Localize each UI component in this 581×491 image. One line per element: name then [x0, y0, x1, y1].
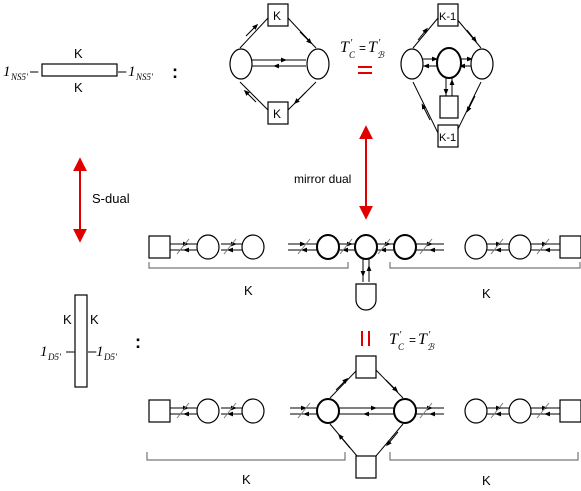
mid-right-flavor	[559, 235, 581, 259]
bottom-quiver: K K	[146, 355, 581, 488]
low-eq-equals: =	[409, 333, 416, 347]
ns5-colon: :	[172, 62, 178, 82]
mirror-dual-label: mirror dual	[294, 172, 351, 186]
top-equation: T ′ C = T ′ ℬ	[340, 38, 385, 74]
top-eq-rhs: T	[368, 39, 378, 56]
mid-right-node-1	[464, 234, 488, 260]
d5-right-dash: –	[88, 343, 97, 360]
mid-right-bracket-label: K	[482, 286, 491, 301]
quiver-c-bottom-flavor	[267, 101, 289, 125]
s-dual-arrow: S-dual	[73, 157, 130, 243]
d5-colon: :	[135, 332, 141, 352]
top-eq-lhs-sub: C	[349, 50, 356, 60]
ns5-rank-top: K	[74, 46, 83, 61]
low-eq-rhs-prime: ′	[428, 330, 431, 341]
bottom-left-node-2	[241, 398, 265, 424]
mid-center-flavor	[355, 283, 377, 311]
quiver-c-top-flavor	[267, 3, 289, 27]
quiver-b-bottom-flavor-label: K-1	[439, 132, 456, 144]
mid-left-node-1	[196, 234, 220, 260]
quiver-b-center-node	[436, 47, 462, 79]
middle-linear-quiver: K K	[148, 234, 581, 311]
ns5-left-one: 1	[3, 64, 11, 80]
quiver-b-top-flavor	[437, 3, 459, 27]
mid-center-node-right	[393, 234, 417, 260]
d5-stack-rectangle	[74, 294, 88, 388]
mid-left-node-2	[241, 234, 265, 260]
ns5-left-subscript: NS5'	[10, 72, 29, 82]
top-eq-rhs-prime: ′	[378, 38, 381, 49]
bottom-right-bracket-label: K	[482, 473, 491, 488]
bottom-right-flavor	[559, 399, 581, 423]
ns5-brane-configuration: 1 NS5' – K K – 1 NS5' :	[3, 46, 178, 95]
quiver-b-left-node	[400, 48, 424, 80]
bottom-left-bracket	[146, 452, 346, 461]
low-eq-lhs-sub: C	[398, 342, 405, 352]
d5-brane-configuration: K K 1 D5' – – 1 D5' :	[40, 294, 141, 388]
mid-left-bracket-label: K	[244, 283, 253, 298]
d5-right-one: 1	[96, 344, 104, 360]
mid-right-bracket	[389, 262, 581, 269]
quiver-c-right-node	[306, 48, 330, 80]
low-eq-rhs: T	[418, 331, 428, 348]
bottom-right-node-2	[508, 398, 532, 424]
lower-equation: T ′ C = T ′ ℬ	[361, 330, 435, 352]
bottom-top-flavor	[355, 355, 377, 379]
quiver-b-middle-flavor	[439, 95, 459, 119]
quiver-c-bottom-flavor-label: K	[273, 107, 281, 121]
mirror-dual-arrow: mirror dual	[294, 125, 373, 220]
mid-center-node	[354, 234, 378, 260]
ns5-left-dash: –	[30, 63, 39, 80]
mid-right-node-2	[508, 234, 532, 260]
bottom-center-node-left	[316, 398, 340, 424]
bottom-left-node-1	[196, 398, 220, 424]
top-eq-equals: =	[359, 41, 366, 55]
mid-center-node-left	[316, 234, 340, 260]
d5-left-subscript: D5'	[47, 352, 62, 362]
d5-left-one: 1	[40, 344, 48, 360]
bottom-left-bracket-label: K	[242, 472, 251, 487]
quiver-b-top-flavor-label: K-1	[439, 11, 456, 23]
d5-right-subscript: D5'	[103, 352, 118, 362]
top-eq-rhs-sub: ℬ	[377, 50, 385, 60]
bottom-right-node-1	[464, 398, 488, 424]
quiver-b-right-node	[470, 48, 494, 80]
mid-left-flavor	[148, 235, 171, 259]
bottom-center-node-right	[393, 398, 417, 424]
top-eq-lhs-prime: ′	[350, 38, 353, 49]
quiver-c-left-node	[229, 48, 253, 80]
low-eq-rhs-sub: ℬ	[427, 342, 435, 352]
top-quiver-c: K K	[229, 3, 330, 125]
bottom-right-bracket	[389, 452, 579, 461]
ns5-right-one: 1	[128, 64, 136, 80]
top-eq-lhs: T	[340, 39, 350, 56]
quiver-c-top-flavor-label: K	[273, 9, 281, 23]
d5-left-dash: –	[66, 343, 75, 360]
bottom-bottom-flavor	[355, 455, 377, 479]
mid-left-bracket	[148, 262, 349, 269]
quiver-b-bottom-flavor	[437, 124, 459, 148]
ns5-right-subscript: NS5'	[135, 72, 154, 82]
top-quiver-b: K-1 K-1	[400, 3, 494, 148]
ns5-right-dash: –	[118, 63, 127, 80]
s-dual-label: S-dual	[92, 191, 130, 206]
d5-rank-left: K	[63, 312, 72, 327]
d5-rank-right: K	[90, 312, 99, 327]
low-eq-lhs-prime: ′	[399, 330, 402, 341]
ns5-rank-bottom: K	[74, 80, 83, 95]
d3-stack-rectangle	[41, 63, 118, 77]
bottom-left-flavor	[148, 399, 171, 423]
low-eq-lhs: T	[389, 331, 399, 348]
